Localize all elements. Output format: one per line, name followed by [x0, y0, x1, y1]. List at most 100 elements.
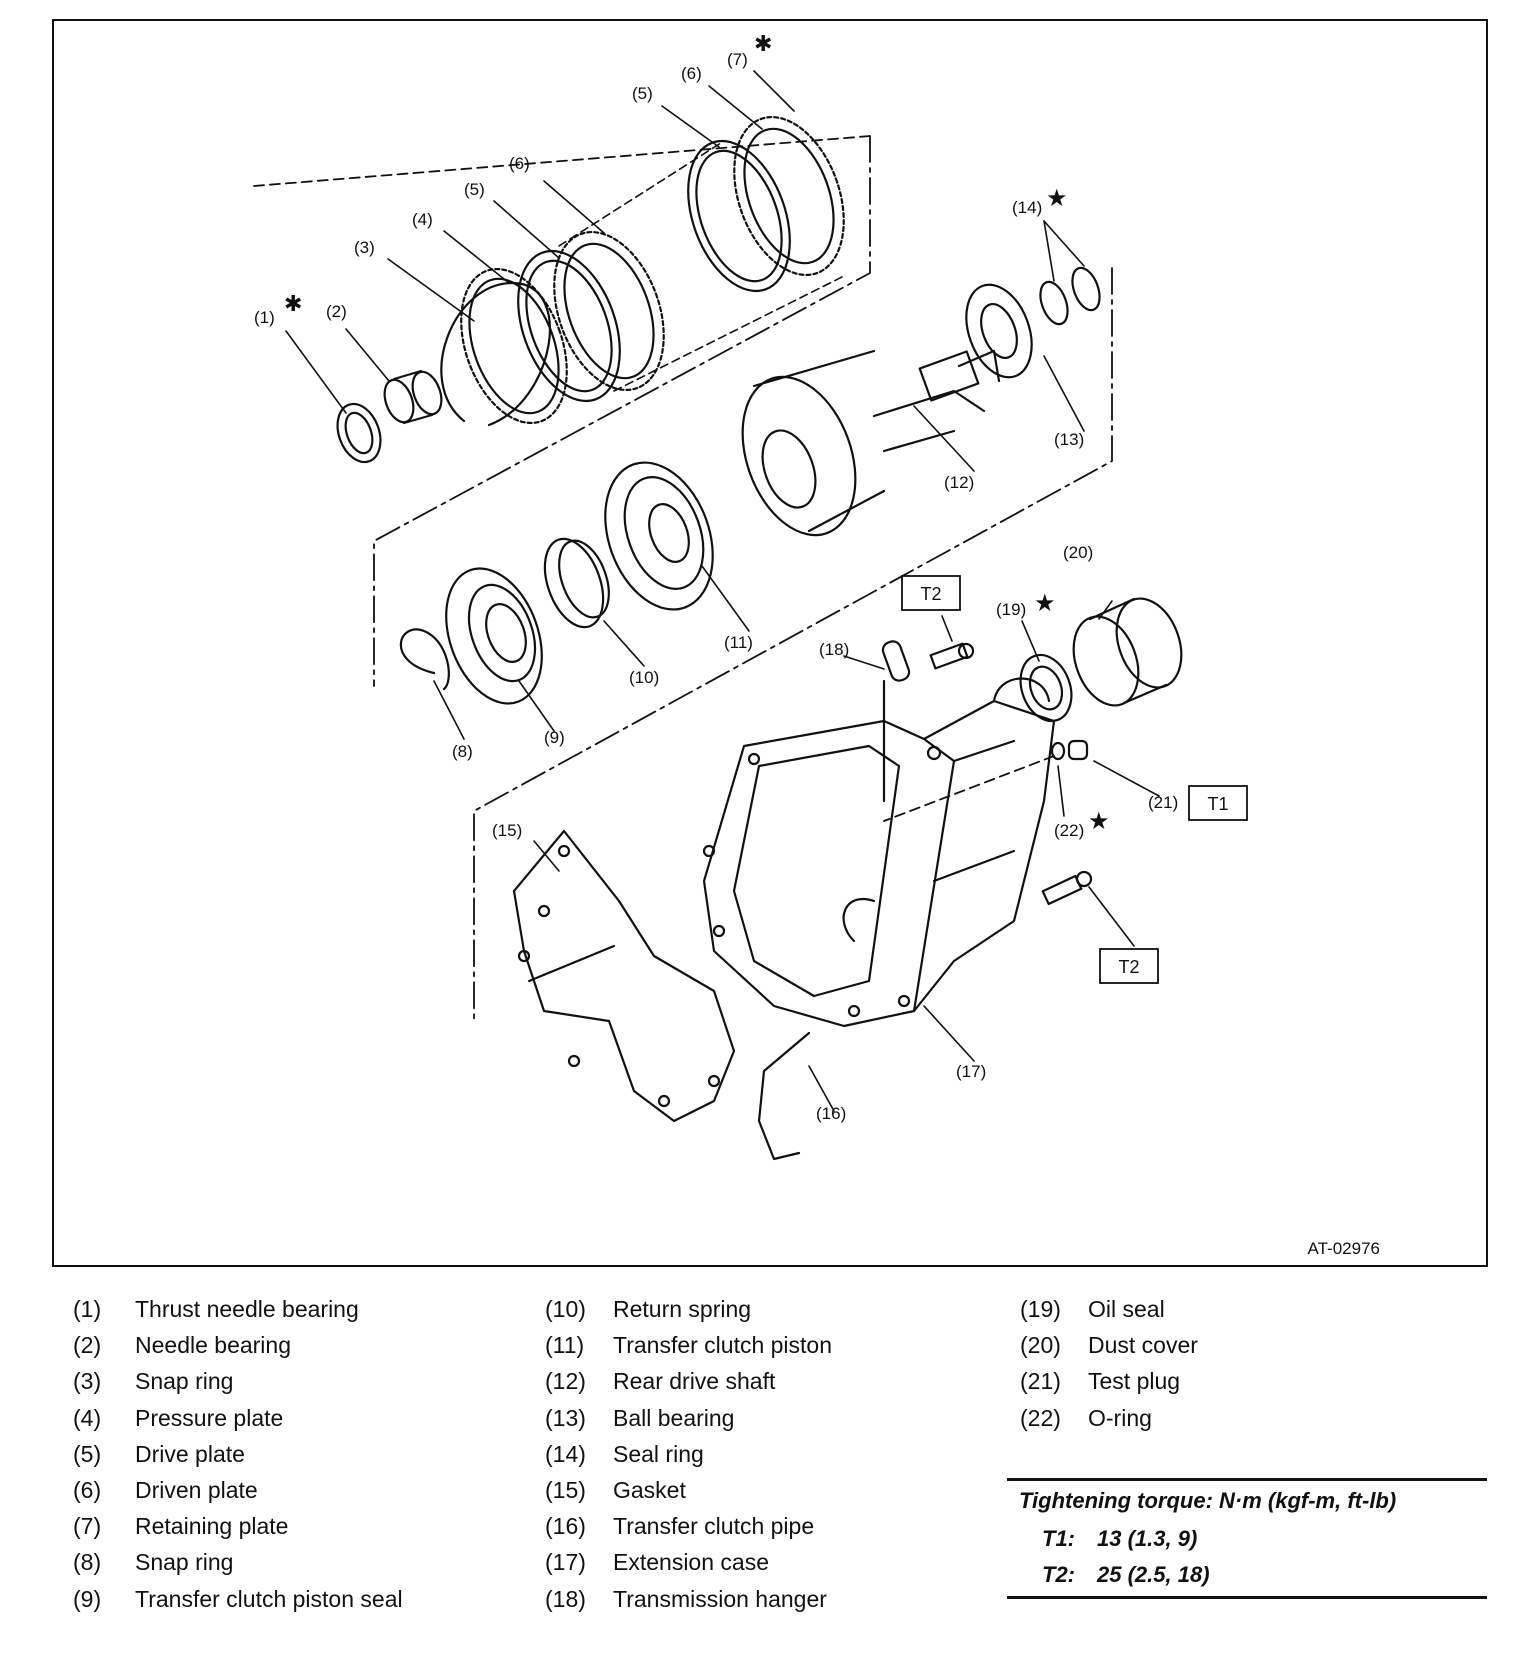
extension-case-part [702, 677, 1056, 1028]
legend-item-number: (18) [545, 1586, 586, 1612]
legend-item-name: Transmission hanger [613, 1586, 827, 1612]
legend-item-number: (1) [73, 1296, 102, 1322]
legend-item-name: O-ring [1088, 1405, 1152, 1431]
callout-9: (9) [544, 728, 565, 747]
callout-10: (10) [629, 668, 659, 687]
legend-item-name: Thrust needle bearing [135, 1296, 359, 1322]
case-bolt-part [1041, 870, 1093, 906]
legend-item-number: (2) [73, 1332, 102, 1358]
callout-8: (8) [452, 742, 473, 761]
legend-item-number: (6) [73, 1477, 102, 1503]
exploded-view-drawing: (1) (2) (3) (4) (5) (6) (5) (6) (7) (8) … [253, 31, 1380, 1258]
callout-15: (15) [492, 821, 522, 840]
legend-item-name: Retaining plate [135, 1513, 289, 1539]
star-marker-19: ★ [1034, 590, 1056, 617]
legend-item-number: (20) [1020, 1332, 1061, 1358]
torque-t1-value: 13 (1.3, 9) [1097, 1526, 1198, 1551]
legend-item-name: Pressure plate [135, 1405, 284, 1431]
hanger-bolt-part [929, 642, 975, 670]
gasket-part [512, 829, 736, 1123]
legend-item-name: Transfer clutch pipe [613, 1513, 815, 1539]
legend-item-number: (10) [545, 1296, 586, 1322]
legend-item-name: Drive plate [135, 1441, 245, 1467]
thrust-needle-bearing-part [336, 402, 382, 464]
piston-seal-part [445, 567, 543, 705]
legend-item-number: (11) [545, 1332, 585, 1358]
legend-item-number: (3) [73, 1368, 102, 1394]
figure-code: AT-02976 [1308, 1239, 1380, 1258]
dust-cover-part [1072, 597, 1183, 707]
callout-18: (18) [819, 640, 849, 659]
seal-rings-part [1039, 266, 1101, 326]
legend-item-number: (14) [545, 1441, 586, 1467]
legend-item-number: (15) [545, 1477, 586, 1503]
clutch-plates-front-group [517, 230, 665, 403]
asterisk-marker-1: ✱ [284, 291, 302, 316]
callout-20: (20) [1063, 543, 1093, 562]
callout-21: (21) [1148, 793, 1178, 812]
legend-item-number: (7) [73, 1513, 102, 1539]
test-plug-part [1050, 739, 1089, 761]
callout-3: (3) [354, 238, 375, 257]
callout-14: (14) [1012, 198, 1042, 217]
callout-6b: (6) [681, 64, 702, 83]
callout-5a: (5) [464, 180, 485, 199]
callout-1: (1) [254, 308, 275, 327]
rear-drive-shaft-part [741, 349, 1001, 537]
legend-item-name: Snap ring [135, 1368, 234, 1394]
legend-item-name: Seal ring [613, 1441, 704, 1467]
callout-11: (11) [724, 633, 753, 652]
legend-item-name: Dust cover [1088, 1332, 1198, 1358]
callout-7: (7) [727, 50, 748, 69]
legend-item-number: (12) [545, 1368, 586, 1394]
snap-ring-small-part [399, 628, 450, 691]
legend-item-name: Oil seal [1088, 1296, 1165, 1322]
torque-t1-code: T1: [1042, 1526, 1075, 1551]
needle-bearing-part [383, 369, 443, 425]
legend-item-name: Snap ring [135, 1549, 234, 1575]
legend-item-number: (9) [73, 1586, 102, 1612]
torque-top-rule [1007, 1478, 1487, 1481]
legend-item-number: (8) [73, 1549, 102, 1575]
legend-item-name: Extension case [613, 1549, 769, 1575]
legend-item-number: (21) [1020, 1368, 1061, 1394]
legend-item-name: Transfer clutch piston [613, 1332, 833, 1358]
legend-item-name: Return spring [613, 1296, 752, 1322]
pressure-plate-part [460, 267, 568, 425]
return-spring-part [543, 537, 610, 629]
callout-4: (4) [412, 210, 433, 229]
star-marker-22: ★ [1088, 808, 1110, 835]
legend-item-name: Needle bearing [135, 1332, 292, 1358]
assembly-axis-lines [253, 135, 1113, 1024]
callout-labels: (1) (2) (3) (4) (5) (6) (5) (6) (7) (8) … [254, 50, 1178, 1123]
transfer-clutch-pipe-part [757, 1031, 811, 1161]
callout-16: (16) [816, 1104, 846, 1123]
asterisk-marker-7: ✱ [754, 31, 772, 56]
callout-2: (2) [326, 302, 347, 321]
legend-item-number: (19) [1020, 1296, 1061, 1322]
legend-item-number: (22) [1020, 1405, 1061, 1431]
transfer-clutch-piston-part [604, 461, 714, 611]
legend-item-name: Test plug [1088, 1368, 1181, 1394]
callout-12: (12) [944, 473, 974, 492]
torque-t2-code: T2: [1042, 1562, 1075, 1587]
legend-item-number: (13) [545, 1405, 586, 1431]
svg-text:T1: T1 [1207, 794, 1228, 814]
leader-lines [285, 70, 1160, 1112]
callout-6a: (6) [509, 154, 530, 173]
svg-text:T2: T2 [920, 584, 941, 604]
special-markers: ✱ ✱ ★ ★ ★ [284, 31, 1110, 835]
torque-title: Tightening torque: N·m (kgf-m, ft-lb) [1019, 1488, 1397, 1513]
legend-item-name: Driven plate [135, 1477, 258, 1503]
legend-item-number: (5) [73, 1441, 102, 1467]
torque-box-test-plug: T1 [1188, 785, 1248, 821]
legend-item-name: Ball bearing [613, 1405, 735, 1431]
callout-17: (17) [956, 1062, 986, 1081]
legend-item-name: Rear drive shaft [613, 1368, 776, 1394]
callout-19: (19) [996, 600, 1026, 619]
callout-5b: (5) [632, 84, 653, 103]
callout-13: (13) [1054, 430, 1084, 449]
legend-item-name: Gasket [613, 1477, 686, 1503]
legend-item-name: Transfer clutch piston seal [135, 1586, 403, 1612]
